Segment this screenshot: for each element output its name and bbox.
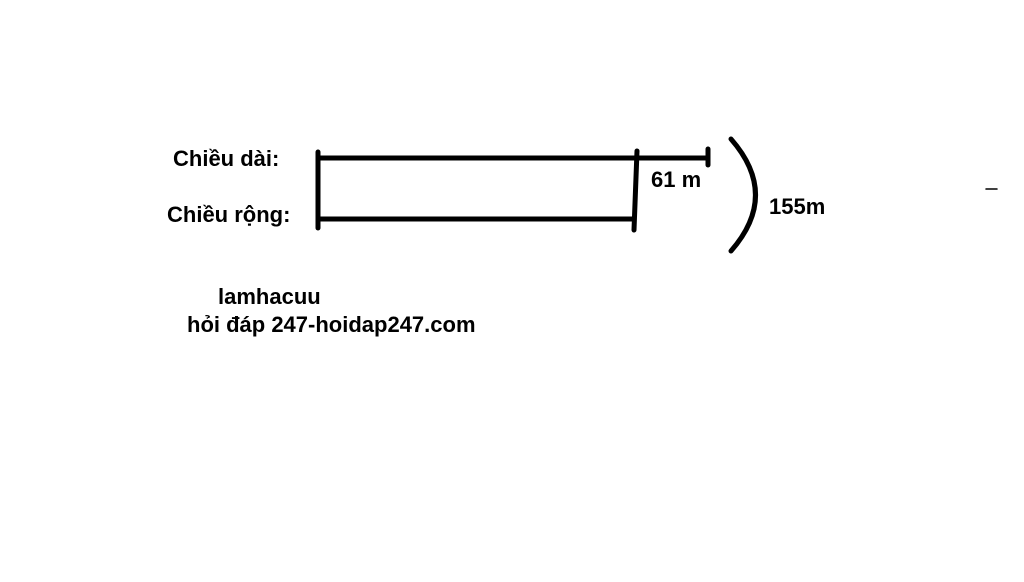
width-label: Chiều rộng: — [167, 202, 291, 227]
total-brace — [728, 136, 758, 254]
length-label: Chiều dài: — [173, 146, 280, 171]
site-credit: hỏi đáp 247-hoidap247.com — [187, 312, 476, 337]
difference-label: 61 m — [651, 167, 702, 192]
author-credit: lamhacuu — [218, 284, 321, 309]
total-label: 155m — [769, 194, 826, 219]
middle-tick — [631, 148, 640, 233]
